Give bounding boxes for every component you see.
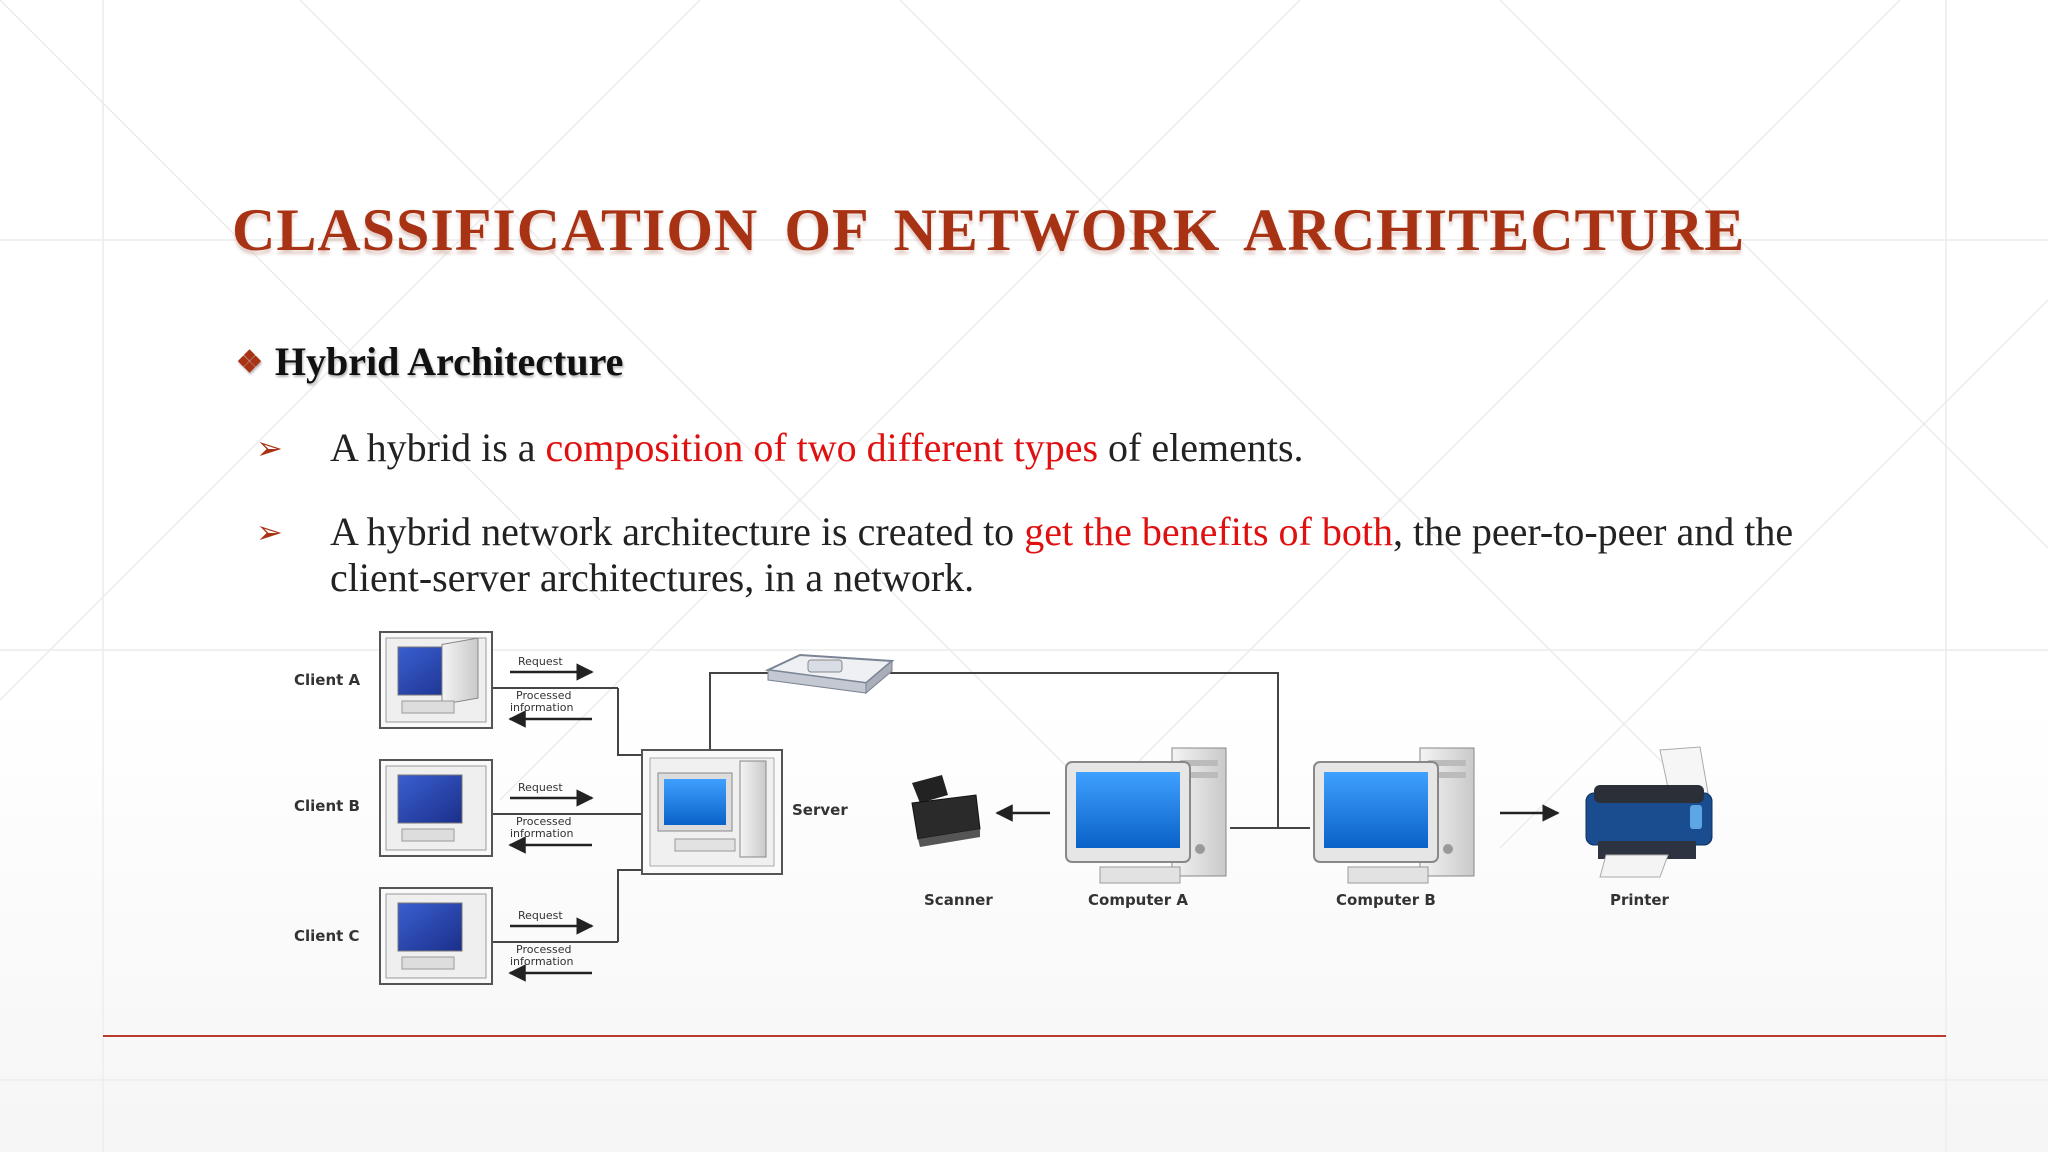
slide-title: CLASSIFICATION OF NETWORK ARCHITECTURE: [232, 197, 1746, 263]
computer-a-icon: [1065, 747, 1227, 884]
client-b-response-label: information: [510, 827, 574, 840]
section-heading-text: Hybrid Architecture: [274, 339, 624, 384]
bullet-text-highlight: get the benefits of both: [1024, 509, 1393, 554]
client-c-computer: [379, 887, 493, 985]
bullet-text-highlight: composition of two different types: [545, 425, 1099, 470]
client-c-response-label: information: [510, 955, 574, 968]
computer-a-label: Computer A: [1088, 891, 1188, 909]
printer-label: Printer: [1610, 891, 1670, 909]
bullet-text: A hybrid is a composition of two differe…: [330, 425, 1830, 471]
client-a-computer: [379, 631, 493, 729]
client-b-label: Client B: [294, 797, 360, 815]
bullet-text-plain: , the peer-to-peer and the client-server…: [330, 509, 1794, 600]
client-a-label: Client A: [294, 671, 361, 689]
client-c-response-label: Processed: [516, 943, 571, 956]
client-c-request-label: Request: [518, 909, 563, 922]
footer-divider: [103, 1035, 1946, 1037]
network-device-icon: [764, 653, 895, 695]
client-c-label: Client C: [294, 927, 360, 945]
bullet-text-plain: A hybrid is a: [330, 425, 546, 470]
client-a-response-label: information: [510, 701, 574, 714]
printer-icon: [1585, 746, 1713, 878]
server-label: Server: [792, 801, 848, 819]
section-heading: ❖ Hybrid Architecture: [236, 338, 623, 385]
server-computer: [641, 749, 783, 875]
scanner-icon: [911, 775, 981, 847]
background-fade: [0, 700, 2048, 1152]
client-b-request-label: Request: [518, 781, 563, 794]
bullet-text: A hybrid network architecture is created…: [330, 509, 1850, 601]
arrow-bullet-icon: ➢: [256, 429, 283, 467]
client-b-computer: [379, 759, 493, 857]
hybrid-network-diagram: Client A Client B Client C Request Proce…: [294, 631, 1713, 985]
bullet-text-plain: of elements.: [1098, 425, 1304, 470]
computer-b-label: Computer B: [1336, 891, 1436, 909]
client-a-request-label: Request: [518, 655, 563, 668]
diamond-bullet-icon: ❖: [236, 346, 263, 379]
client-b-response-label: Processed: [516, 815, 571, 828]
arrow-bullet-icon: ➢: [256, 513, 283, 551]
client-a-response-label: Processed: [516, 689, 571, 702]
bullet-text-plain: A hybrid network architecture is created…: [330, 509, 1025, 554]
computer-b-icon: [1313, 747, 1475, 884]
scanner-label: Scanner: [924, 891, 993, 909]
